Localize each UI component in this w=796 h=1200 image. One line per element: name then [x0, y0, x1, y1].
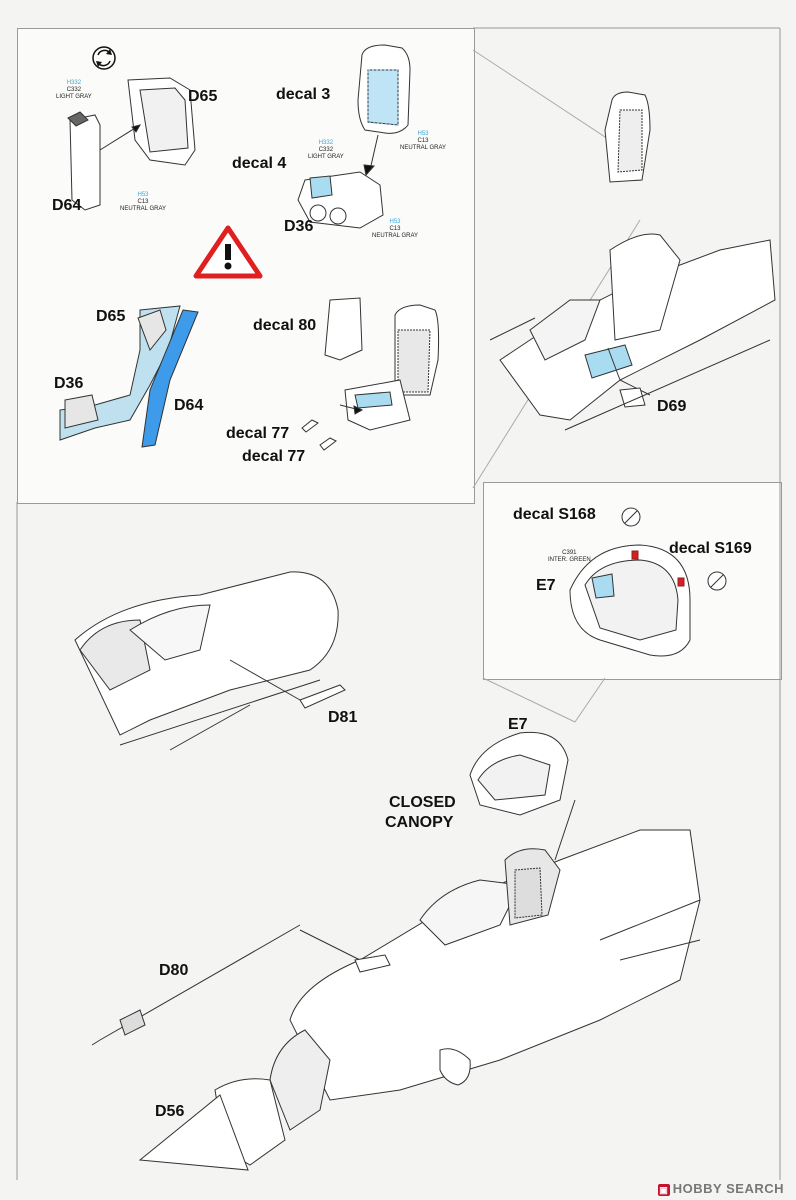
hobby-search-logo-icon: ▣ — [657, 1183, 670, 1196]
color-note-neutral-gray-1: H53 C13 NEUTRAL GRAY — [120, 192, 167, 212]
label-decal4: decal 4 — [232, 155, 287, 172]
seat-base-d36 — [297, 171, 384, 229]
label-d36-top: D36 — [284, 218, 314, 235]
label-d64-mid: D64 — [174, 397, 204, 414]
seat-cushion-decal3 — [357, 44, 411, 177]
seat-harness-decal80 — [301, 297, 440, 451]
label-d81: D81 — [328, 709, 358, 726]
label-d56: D56 — [155, 1103, 185, 1120]
label-decal77-a: decal 77 — [226, 425, 290, 442]
warning-triangle-icon — [193, 225, 263, 279]
watermark: ▣HOBBY SEARCH — [657, 1181, 784, 1196]
label-e7-main: E7 — [508, 716, 528, 733]
label-d80: D80 — [159, 962, 189, 979]
label-d65-mid: D65 — [96, 308, 126, 325]
label-decal77-b: decal 77 — [242, 448, 306, 465]
label-e7-box: E7 — [536, 577, 556, 594]
label-decal80: decal 80 — [253, 317, 317, 334]
seat-parts-d64-d65 — [67, 77, 196, 211]
label-d65-top: D65 — [188, 88, 218, 105]
label-d36-mid: D36 — [54, 375, 84, 392]
label-closed-canopy-1: CLOSED — [389, 794, 456, 811]
label-closed-canopy-2: CANOPY — [385, 814, 454, 831]
color-note-light-gray-2: H332 C332 LIGHT GRAY — [308, 140, 344, 160]
color-note-neutral-gray-3: H53 C13 NEUTRAL GRAY — [372, 219, 419, 239]
label-d64-top: D64 — [52, 197, 82, 214]
rotate-arrows-icon — [92, 46, 116, 70]
forward-fuselage-d81 — [74, 571, 346, 751]
label-decal-s169: decal S169 — [669, 540, 752, 557]
label-decal3: decal 3 — [276, 86, 331, 103]
label-decal-s168: decal S168 — [513, 506, 596, 523]
color-note-inter-green: C391 INTER. GREEN — [548, 550, 591, 563]
cockpit-view-top — [489, 91, 776, 431]
label-d69: D69 — [657, 398, 687, 415]
canopy-e7-detail — [569, 507, 727, 657]
main-aircraft-nose — [91, 731, 701, 1171]
color-note-light-gray-1: H332 C332 LIGHT GRAY — [56, 80, 92, 100]
seat-side-profile — [59, 305, 199, 448]
color-note-neutral-gray-2: H53 C13 NEUTRAL GRAY — [400, 131, 447, 151]
